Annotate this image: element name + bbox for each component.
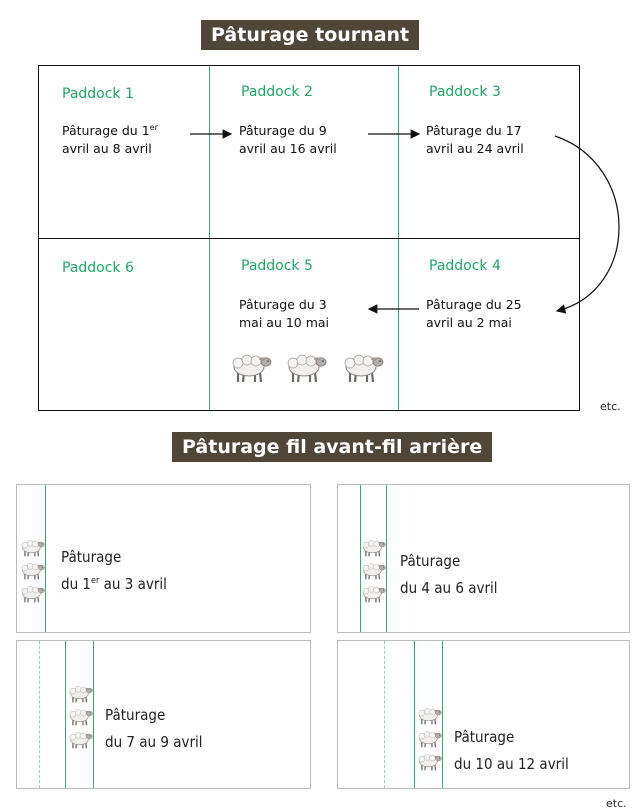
paddock-5-name: Paddock 5 [241, 258, 313, 274]
sheep-column [416, 705, 442, 774]
paddock-1-name: Paddock 1 [62, 86, 134, 102]
etc-label: etc. [600, 400, 621, 413]
sheep-icon [416, 751, 442, 772]
sheep-column [19, 537, 45, 606]
etc-label: etc. [606, 797, 627, 810]
sheep-column [67, 683, 93, 752]
sheep-icon [360, 560, 386, 581]
fence-line [93, 641, 94, 788]
paddock-6-name: Paddock 6 [62, 260, 134, 276]
sheep-icon [360, 583, 386, 604]
fence-line [65, 641, 66, 788]
sheep-icon [228, 350, 272, 384]
sheep-icon [67, 729, 93, 750]
fence-line [414, 641, 415, 788]
title-banner-strip: Pâturage fil avant-fil arrière [172, 432, 493, 462]
sheep-icon [283, 350, 327, 384]
title-banner-rotational: Pâturage tournant [201, 20, 420, 50]
fence-line [45, 485, 46, 632]
sheep-icon [340, 350, 384, 384]
sheep-icon [19, 537, 45, 558]
paddock-2-name: Paddock 2 [241, 84, 313, 100]
sheep-icon [416, 705, 442, 726]
sheep-column [360, 537, 386, 606]
paddock-4-name: Paddock 4 [429, 258, 501, 274]
sheep-icon [67, 683, 93, 704]
sheep-icon [19, 583, 45, 604]
row-divider [39, 238, 579, 239]
fence-line [386, 485, 387, 632]
sheep-icon [360, 537, 386, 558]
paddock-3-name: Paddock 3 [429, 84, 501, 100]
fence-line [442, 641, 443, 788]
sheep-icon [67, 706, 93, 727]
fence-line-old [39, 641, 40, 788]
sheep-icon [416, 728, 442, 749]
fence-line [360, 485, 361, 632]
sheep-icon [19, 560, 45, 581]
fence-line-old [384, 641, 385, 788]
